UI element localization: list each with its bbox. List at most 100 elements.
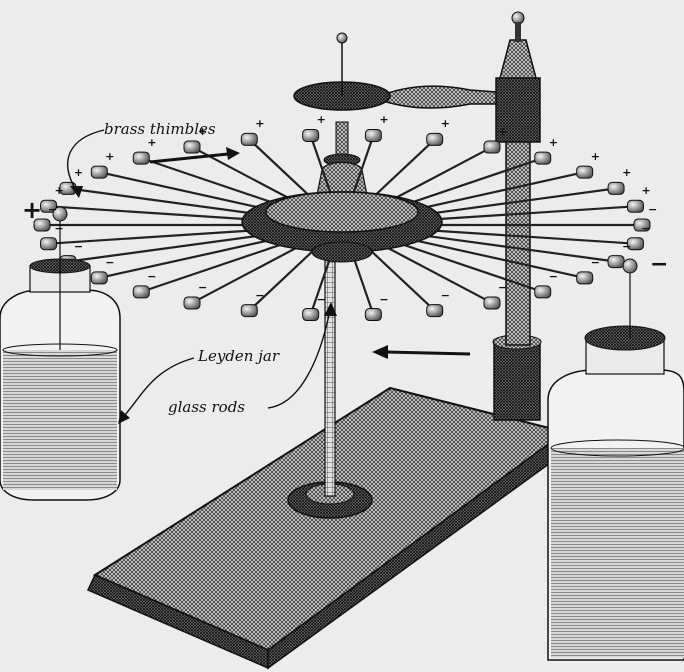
glass-rod: [429, 229, 636, 245]
rotation-arrow-top: [149, 147, 240, 164]
brass-thimble: [534, 285, 552, 299]
thimble-charge-sign: −: [147, 269, 157, 283]
glass-rod: [414, 239, 585, 279]
thimble-charge-sign: −: [440, 288, 450, 302]
thimble-charge-sign: −: [590, 255, 600, 269]
brass-thimble: [132, 285, 150, 299]
thimble-charge-sign: +: [622, 166, 632, 180]
brass-thimble: [633, 218, 651, 232]
thimble-charge-sign: −: [379, 292, 389, 306]
thimble-charge-sign: −: [548, 269, 558, 283]
thimble-charge-sign: +: [147, 136, 157, 150]
glass-rod: [369, 248, 436, 312]
glass-rod: [140, 157, 283, 207]
right-pillar: [379, 11, 542, 421]
brass-thimble: [626, 237, 644, 251]
thimble-charge-sign: +: [440, 117, 450, 131]
brass-thimble: [302, 128, 320, 142]
glass-rod: [191, 246, 298, 304]
wheel-hub-neck: [315, 121, 369, 201]
central-glass-column: [324, 259, 336, 497]
thimble-charge-sign: −: [316, 292, 326, 306]
thimble-charge-sign: +: [379, 113, 389, 127]
glass-rod: [48, 205, 255, 221]
brass-thimble: [576, 165, 594, 179]
brass-thimble: [534, 151, 552, 165]
thimble-charge-sign: −: [48, 203, 58, 216]
top-disc-and-pin: [293, 32, 391, 111]
brass-thimble: [90, 165, 108, 179]
glass-rod: [369, 138, 436, 202]
brass-thimble: [607, 255, 625, 269]
thimble-charge-sign: +: [498, 125, 508, 139]
thimble-charge-sign: +: [641, 184, 651, 198]
wheel-disc: [241, 191, 443, 263]
thimble-charge-sign: −: [648, 203, 658, 216]
brass-thimble: [483, 140, 501, 154]
brass-thimble: [607, 181, 625, 195]
glass-rod: [99, 171, 270, 211]
thimble-charge-sign: −: [73, 239, 84, 253]
glass-rod: [248, 138, 315, 202]
brass-thimbles-label: brass thimbles: [104, 120, 216, 138]
brass-thimble: [183, 140, 201, 154]
thimble-charge-sign: +: [548, 136, 558, 150]
thimble-charge-sign: +: [316, 113, 326, 127]
rotation-arrow-bottom: [372, 345, 471, 359]
brass-thimble: [90, 271, 108, 285]
glass-rod: [424, 187, 617, 216]
glass-rod: [386, 246, 493, 304]
glass-rod: [309, 135, 334, 200]
left-jar-plus-sign: +: [22, 196, 43, 224]
thimble-charge-sign: +: [590, 150, 600, 164]
wooden-base: [86, 386, 569, 670]
brass-thimble: [426, 132, 444, 146]
glass-rod: [67, 234, 260, 263]
glass-rod: [429, 205, 636, 221]
thimble-charge-sign: −: [105, 255, 115, 269]
brass-thimble: [576, 271, 594, 285]
brass-thimble: [240, 304, 258, 318]
glass-rod: [48, 229, 255, 245]
glass-rods-label: glass rods: [168, 398, 246, 416]
brass-thimble: [302, 308, 320, 322]
thimble-charge-sign: +: [54, 184, 64, 198]
thimble-charge-sign: −: [54, 221, 64, 235]
glass-rod: [350, 135, 375, 200]
thimbles-leader-line: [66, 129, 105, 191]
brass-thimble: [33, 218, 51, 232]
thimble-charge-sign: −: [622, 239, 632, 253]
left-leyden-jar: [0, 206, 121, 501]
thimble-charge-sign: +: [73, 166, 84, 180]
brass-thimble: [426, 304, 444, 318]
thimble-charge-sign: −: [198, 280, 208, 294]
glass-rod: [67, 187, 260, 216]
glass-rod: [401, 243, 544, 293]
right-leyden-jar: [547, 258, 684, 661]
thimble-charge-sign: −: [641, 221, 651, 235]
thimble-charge-sign: −: [255, 288, 265, 302]
glass-rod: [386, 146, 493, 204]
right-jar-minus-sign: −: [650, 252, 669, 277]
brass-thimble: [240, 132, 258, 146]
glass-rods-with-thimbles: [33, 128, 651, 322]
glass-rod: [99, 239, 270, 279]
brass-thimble: [183, 296, 201, 310]
glass-rod: [424, 234, 617, 263]
thimble-charge-sign: +: [105, 150, 115, 164]
thimble-charge-sign: +: [198, 125, 208, 139]
thimble-charge-sign: −: [498, 280, 508, 294]
brass-thimble: [483, 296, 501, 310]
glass-rod: [401, 157, 544, 207]
brass-thimble: [40, 199, 58, 213]
brass-thimble: [40, 237, 58, 251]
glass-rod: [140, 243, 283, 293]
leyden-jar-label: Leyden jar: [198, 347, 279, 365]
brass-thimble: [364, 308, 382, 322]
brass-thimble: [364, 128, 382, 142]
jar-leader-line: [121, 357, 195, 419]
thimble-charge-sign: +: [255, 117, 265, 131]
brass-thimble: [132, 151, 150, 165]
